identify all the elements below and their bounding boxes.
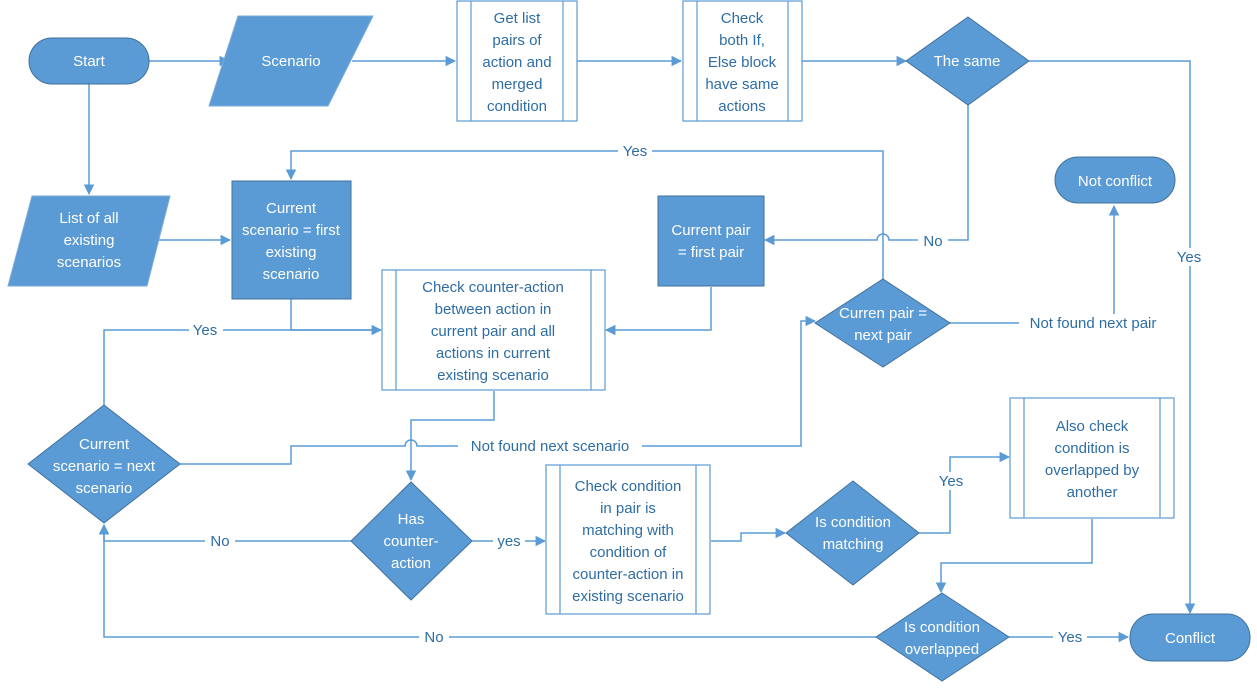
edge-same-yes-conflict xyxy=(1029,60,1196,615)
node-also-check-line-2: condition is xyxy=(1054,440,1129,457)
label-yes-has: yes xyxy=(497,533,520,550)
node-check-counter-line-2: between action in xyxy=(435,301,552,318)
node-has-counter-line-3: action xyxy=(391,555,431,572)
node-scenario-label: Scenario xyxy=(261,53,320,70)
node-conflict-label: Conflict xyxy=(1165,630,1216,647)
node-check-condition-line-1: Check condition xyxy=(575,478,682,495)
node-also-check-line-1: Also check xyxy=(1056,418,1129,435)
node-current-pair-first-line-2: = first pair xyxy=(678,244,744,261)
label-yes-same: Yes xyxy=(1177,249,1201,266)
node-check-both-line-1: Check xyxy=(721,10,764,27)
node-current-pair-next: Curren pair = next pair xyxy=(814,278,951,368)
node-start-label: Start xyxy=(73,53,106,70)
node-current-pair-first-line-1: Current pair xyxy=(671,222,750,239)
node-check-condition-line-6: existing scenario xyxy=(572,588,684,605)
node-get-list-line-4: merged xyxy=(492,76,543,93)
node-current-scenario-first-line-4: scenario xyxy=(263,266,320,283)
node-check-both-line-5: actions xyxy=(718,98,766,115)
node-check-condition-line-2: in pair is xyxy=(600,500,656,517)
node-check-both-line-4: have same xyxy=(705,76,778,93)
node-get-list-line-2: pairs of xyxy=(492,32,542,49)
node-list-existing: List of all existing scenarios xyxy=(7,195,171,287)
node-also-check: Also check condition is overlapped by an… xyxy=(1009,397,1175,519)
node-current-pair-next-line-1: Curren pair = xyxy=(839,305,927,322)
node-check-condition-line-5: counter-action in xyxy=(573,566,684,583)
label-no-same: No xyxy=(923,233,942,250)
node-current-scenario-first-line-3: existing xyxy=(266,244,317,261)
node-not-conflict-label: Not conflict xyxy=(1078,173,1153,190)
node-check-condition-line-3: matching with xyxy=(582,522,674,539)
node-current-scenario-next-line-3: scenario xyxy=(76,480,133,497)
node-start: Start xyxy=(28,37,150,85)
node-check-counter-line-4: actions in current xyxy=(436,345,551,362)
node-is-overlapped-line-1: Is condition xyxy=(904,619,980,636)
label-no-has: No xyxy=(210,533,229,550)
node-current-scenario-next-line-2: scenario = next xyxy=(53,458,156,475)
label-yes-top: Yes xyxy=(623,143,647,160)
label-yes-left: Yes xyxy=(193,322,217,339)
node-current-scenario-first: Current scenario = first existing scenar… xyxy=(231,180,352,300)
node-has-counter-action: Has counter- action xyxy=(350,481,473,601)
node-list-existing-line-2: existing xyxy=(64,232,115,249)
node-is-condition-overlapped: Is condition overlapped xyxy=(875,592,1010,682)
edge-labels: Yes No Yes Not found next pair Yes Not f… xyxy=(189,142,1206,646)
node-current-pair-first: Current pair = first pair xyxy=(657,195,765,287)
node-is-overlapped-line-2: overlapped xyxy=(905,641,979,658)
node-check-both: Check both If, Else block have same acti… xyxy=(682,0,803,122)
node-check-counter-line-5: existing scenario xyxy=(437,367,549,384)
label-yes-overlapped: Yes xyxy=(1058,629,1082,646)
edge-alsocheck-overlapped xyxy=(935,519,1093,594)
node-list-existing-line-3: scenarios xyxy=(57,254,121,271)
edge-nextscenario-yes-checkcounter xyxy=(103,329,381,405)
node-check-condition-pair: Check condition in pair is matching with… xyxy=(545,464,711,615)
edge-currentpair-checkcounter xyxy=(604,287,712,336)
node-is-matching-line-2: matching xyxy=(823,536,884,553)
node-conflict: Conflict xyxy=(1129,613,1251,662)
node-check-both-line-3: Else block xyxy=(708,54,777,71)
node-has-counter-line-2: counter- xyxy=(383,533,438,550)
edge-matching-yes-alsocheck xyxy=(919,451,1011,534)
edge-same-no-currentpair xyxy=(763,105,969,246)
node-scenario: Scenario xyxy=(208,15,374,107)
edges xyxy=(83,55,1196,643)
node-current-pair-next-line-2: next pair xyxy=(854,327,912,344)
node-also-check-line-4: another xyxy=(1067,484,1118,501)
node-current-scenario-next-line-1: Current xyxy=(79,436,130,453)
node-also-check-line-3: overlapped by xyxy=(1045,462,1140,479)
edge-currentscenario-checkcounter xyxy=(290,299,383,336)
edge-checkcondition-matching xyxy=(711,527,787,542)
node-the-same-label: The same xyxy=(934,53,1001,70)
node-get-list-line-1: Get list xyxy=(494,10,542,27)
node-check-both-line-2: both If, xyxy=(719,32,765,49)
node-current-scenario-next: Current scenario = next scenario xyxy=(27,404,181,524)
edge-nextpair-notfound-notconflict xyxy=(950,204,1120,324)
node-has-counter-line-1: Has xyxy=(398,511,425,528)
node-the-same: The same xyxy=(905,16,1030,106)
node-check-counter-action: Check counter-action between action in c… xyxy=(381,269,606,391)
label-yes-matching: Yes xyxy=(939,473,963,490)
node-is-matching-line-1: Is condition xyxy=(815,514,891,531)
edge-overlapped-no-nextscenario xyxy=(98,523,876,638)
node-current-scenario-first-line-1: Current xyxy=(266,200,317,217)
label-not-found-next-pair: Not found next pair xyxy=(1030,315,1157,332)
label-no-overlapped: No xyxy=(424,629,443,646)
node-current-scenario-first-line-2: scenario = first xyxy=(242,222,341,239)
node-check-condition-line-4: condition of xyxy=(590,544,668,561)
node-get-list: Get list pairs of action and merged cond… xyxy=(456,0,578,122)
node-is-condition-matching: Is condition matching xyxy=(785,480,920,586)
node-list-existing-line-1: List of all xyxy=(59,210,118,227)
node-not-conflict: Not conflict xyxy=(1054,156,1176,204)
node-get-list-line-3: action and xyxy=(482,54,551,71)
label-not-found-next-scenario: Not found next scenario xyxy=(471,438,629,455)
edge-nextpair-yes-currentscenario xyxy=(285,150,884,279)
node-check-counter-line-1: Check counter-action xyxy=(422,279,564,296)
node-check-counter-line-3: current pair and all xyxy=(431,323,555,340)
node-get-list-line-5: condition xyxy=(487,98,547,115)
edge-checkcounter-has xyxy=(405,391,495,482)
